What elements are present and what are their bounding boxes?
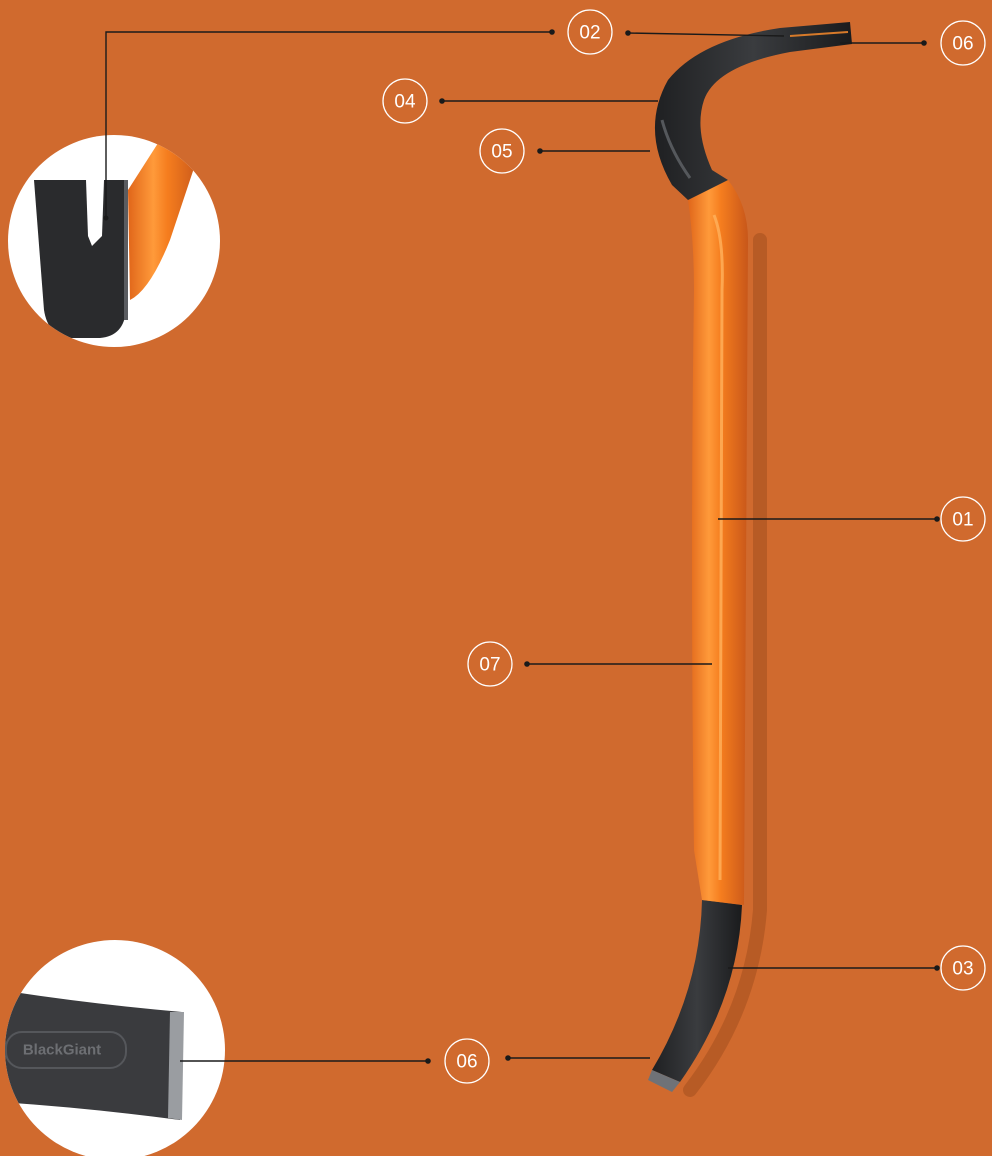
callout-06-top-label: 06 bbox=[952, 34, 973, 55]
callout-07: 07 bbox=[468, 642, 512, 686]
callout-02: 02 bbox=[568, 10, 612, 54]
callout-06-top: 06 bbox=[941, 21, 985, 65]
leader-lines bbox=[104, 29, 940, 1064]
callout-01: 01 bbox=[941, 497, 985, 541]
callout-07-label: 07 bbox=[479, 655, 500, 676]
callout-04-label: 04 bbox=[394, 92, 416, 113]
callout-02-label: 02 bbox=[579, 23, 600, 44]
flat-end-brand-text: BlackGiant bbox=[23, 1042, 101, 1059]
crowbar-bottom-claw bbox=[652, 900, 742, 1082]
flat-end-face bbox=[168, 1012, 184, 1120]
crowbar bbox=[648, 22, 852, 1092]
callout-05-label: 05 bbox=[491, 142, 512, 163]
callout-06-bottom: 06 bbox=[445, 1039, 489, 1083]
callout-01-label: 01 bbox=[952, 510, 973, 531]
detail-view-flat-end: BlackGiant bbox=[0, 940, 225, 1156]
callout-04: 04 bbox=[383, 79, 427, 123]
detail-view-claw bbox=[8, 135, 220, 347]
crowbar-shaft bbox=[688, 180, 748, 905]
claw-detail-steel bbox=[34, 180, 126, 338]
claw-detail-slot bbox=[86, 180, 104, 246]
callout-05: 05 bbox=[480, 129, 524, 173]
crowbar-top-hook bbox=[655, 22, 852, 200]
callout-06-bottom-label: 06 bbox=[456, 1052, 477, 1073]
callout-03: 03 bbox=[941, 946, 985, 990]
callout-03-label: 03 bbox=[952, 959, 973, 980]
